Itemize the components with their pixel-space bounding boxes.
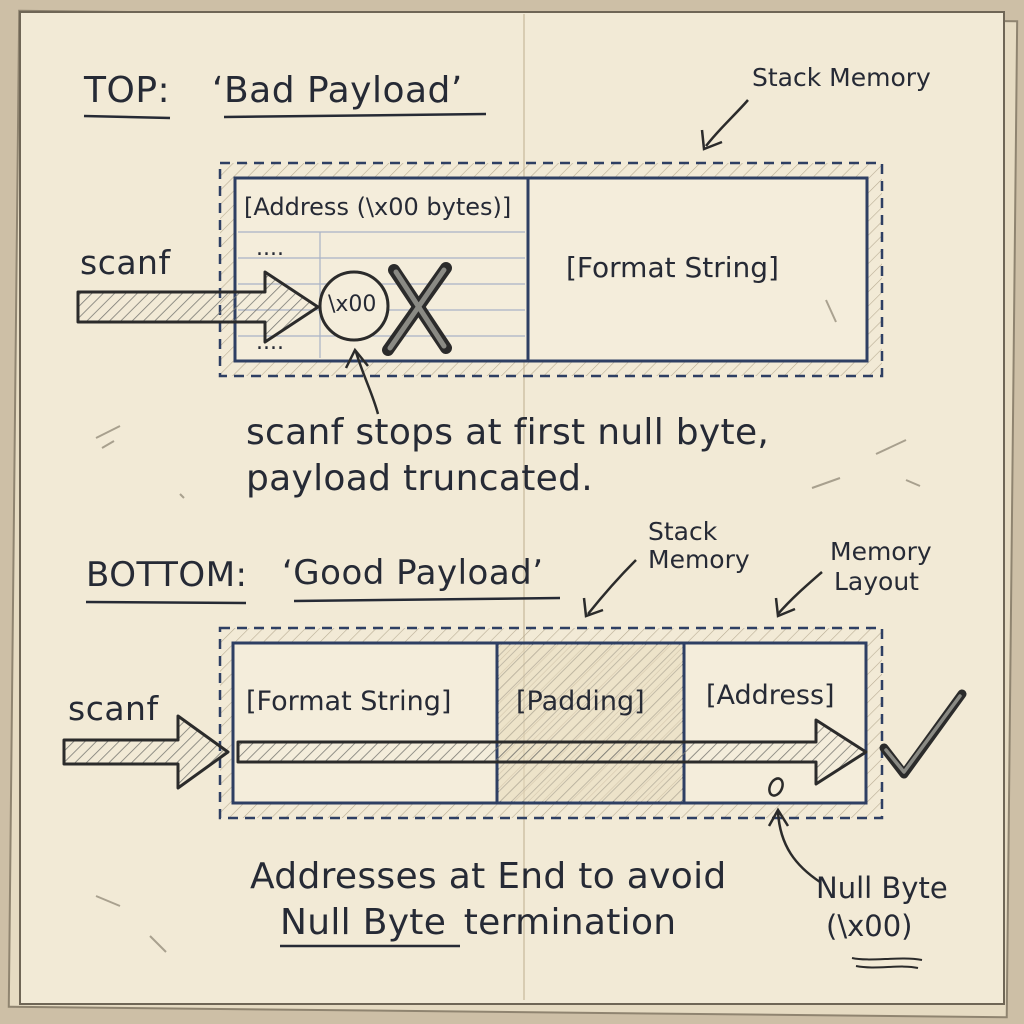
top-dots-lower: ....: [256, 330, 284, 355]
top-scanf-arrow: [76, 270, 320, 344]
bottom-stack-pointer-head: [582, 597, 604, 618]
top-caption-line1: scanf stops at first null byte,: [246, 412, 770, 453]
top-heading-underline-b: [223, 112, 487, 119]
bottom-caption-line1: Addresses at End to avoid: [250, 856, 727, 897]
top-null-byte-circle: [318, 270, 390, 342]
top-stack-memory-label: Stack Memory: [752, 63, 931, 92]
bottom-format-cell: [231, 641, 499, 805]
bottom-null-pointer-arrow: [776, 811, 821, 884]
bottom-null-byte-label-line1: Null Byte: [816, 871, 948, 905]
bottom-memory-layout-label-line2: Layout: [834, 567, 919, 596]
null-label-underline: [851, 957, 923, 969]
bottom-null-pointer-head: [767, 807, 790, 827]
top-null-pointer-arrow: [354, 351, 380, 415]
top-dots-upper: ....: [256, 236, 284, 261]
bottom-stack-memory-label-line1: Stack: [648, 517, 718, 546]
top-stack-pointer-head: [700, 129, 723, 151]
bottom-heading-title: ‘Good Payload’: [282, 553, 544, 593]
bottom-heading-underline-a: [85, 600, 247, 605]
bottom-null-byte-dot: [768, 777, 784, 797]
bottom-padding-cell-tint: [499, 645, 682, 801]
top-cross-mark-hatch: [387, 267, 447, 351]
bottom-scanf-label: scanf: [68, 689, 159, 728]
top-heading-underline-a: [83, 114, 171, 120]
bottom-format-cell-text: [Format String]: [246, 686, 452, 717]
bottom-payload-arrow: [236, 718, 868, 786]
top-caption-line2: payload truncated.: [246, 458, 593, 499]
bottom-layout-pointer-arrow: [777, 571, 823, 615]
bottom-memory-layout-label-line1: Memory: [830, 537, 932, 566]
bottom-heading-prefix: BOTTOM:: [86, 555, 248, 595]
top-format-cell: [526, 176, 869, 363]
bottom-stack-memory-label-line2: Memory: [648, 545, 750, 574]
top-null-byte-text: \x00: [328, 292, 377, 317]
bottom-check-mark-inner: [884, 694, 962, 774]
bottom-padding-cell-text: [Padding]: [516, 686, 645, 717]
top-heading-prefix: TOP:: [84, 70, 171, 111]
bottom-address-cell-text: [Address]: [706, 680, 835, 711]
bottom-heading-underline-b: [293, 596, 561, 603]
top-null-pointer-head: [344, 347, 369, 369]
top-stack-pointer-arrow: [705, 99, 749, 147]
bottom-layout-pointer-head: [774, 597, 796, 618]
top-heading-title: ‘Bad Payload’: [212, 70, 463, 111]
top-scanf-label: scanf: [80, 243, 171, 282]
top-address-cell-text: [Address (\x00 bytes)]: [244, 193, 512, 221]
bottom-scanf-arrow: [62, 714, 230, 790]
bottom-stack-pointer-arrow: [587, 559, 637, 615]
bottom-null-byte-label-line2: (\x00): [826, 909, 913, 943]
bottom-caption-line2-rest: termination: [452, 902, 677, 943]
top-format-cell-text: [Format String]: [566, 251, 779, 284]
paper-smudges: [95, 299, 921, 953]
bottom-address-cell: [682, 641, 868, 805]
bottom-caption-line2-emphasis: Null Byte: [280, 902, 447, 943]
